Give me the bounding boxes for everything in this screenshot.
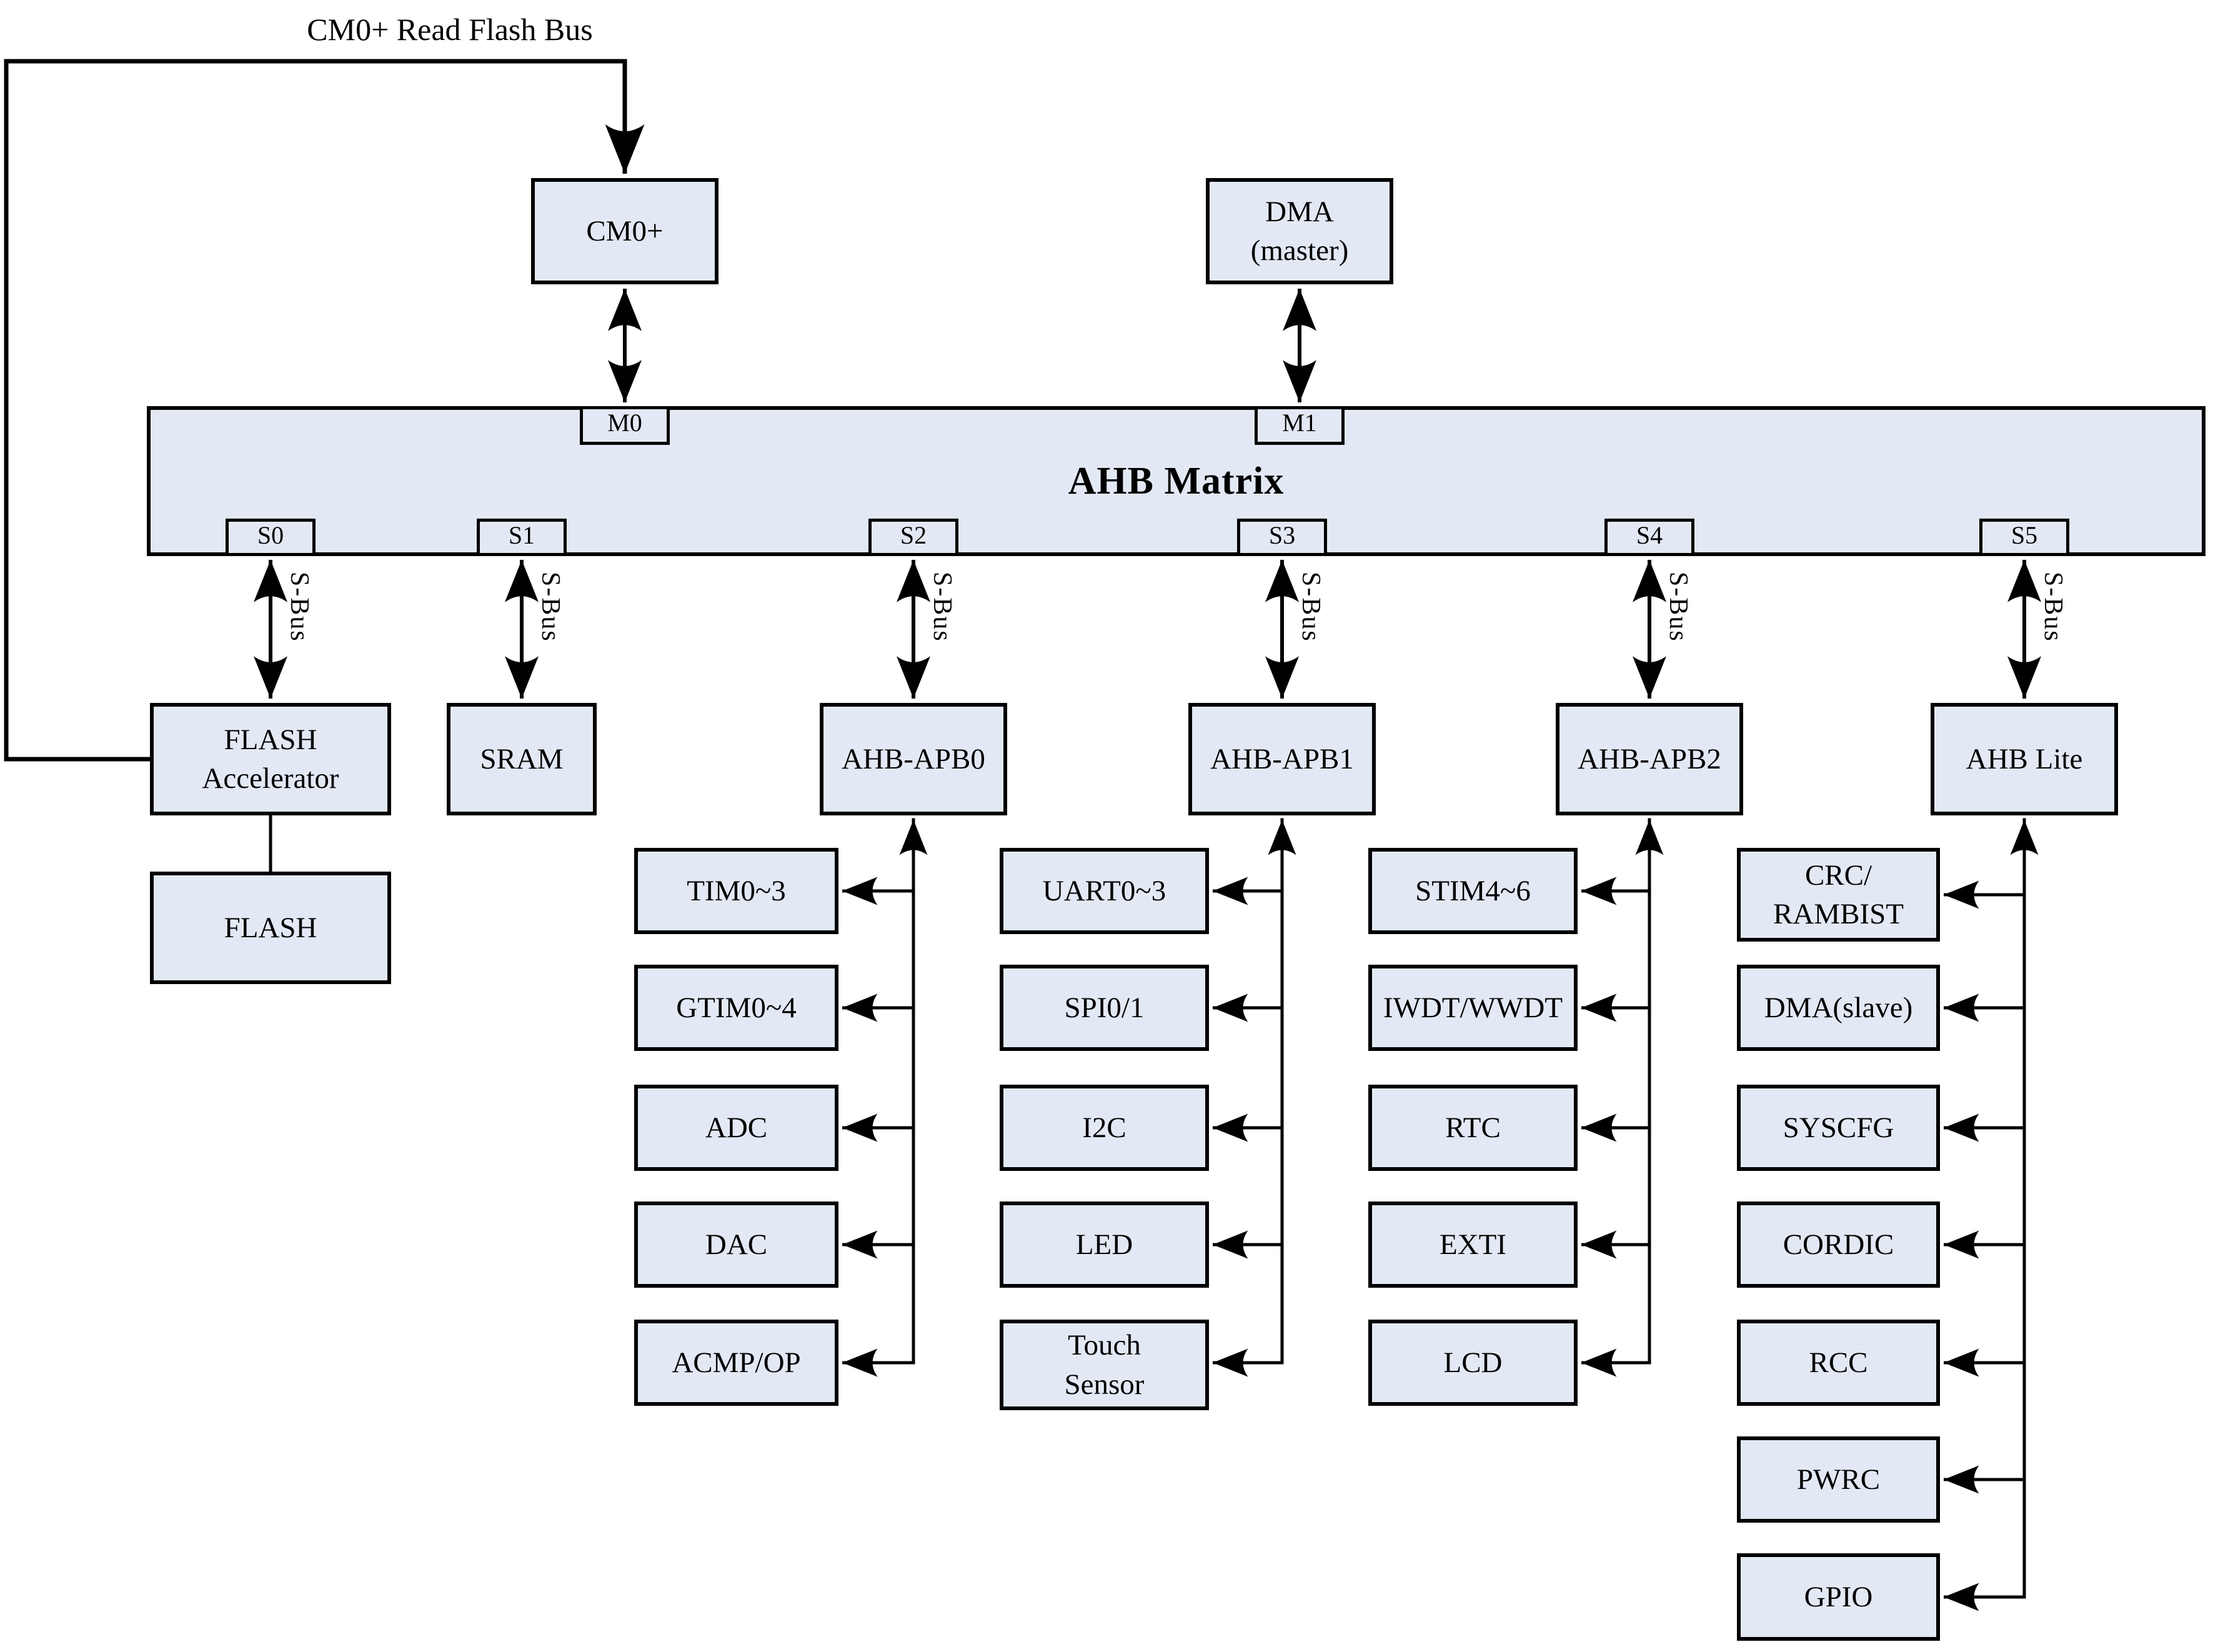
- box-flash: FLASH: [150, 872, 391, 984]
- port-tab-s0-label: S0: [257, 521, 284, 549]
- sbus-label-s2: S-Bus: [928, 572, 957, 642]
- port-tab-s1-label: S1: [508, 521, 535, 549]
- port-tab-s2-label: S2: [900, 521, 927, 549]
- box-dma-slave: DMA(slave): [1737, 965, 1940, 1051]
- port-tab-m1-label: M1: [1282, 409, 1317, 437]
- box-sram: SRAM: [447, 703, 597, 815]
- box-adc: ADC: [634, 1085, 838, 1171]
- box-touch-sensor: Touch Sensor: [1000, 1320, 1209, 1410]
- box-ahb-apb2: AHB-APB2: [1556, 703, 1743, 815]
- port-tab-s2: S2: [868, 519, 958, 556]
- box-led: LED: [1000, 1202, 1209, 1288]
- sbus-label-s1: S-Bus: [536, 572, 565, 642]
- box-exti: EXTI: [1368, 1202, 1578, 1288]
- port-tab-m0: M0: [580, 406, 670, 445]
- box-ahb-lite: AHB Lite: [1931, 703, 2118, 815]
- box-iwdt-wwdt: IWDT/WWDT: [1368, 965, 1578, 1051]
- port-tab-m1: M1: [1255, 406, 1345, 445]
- box-ahb-apb0: AHB-APB0: [820, 703, 1007, 815]
- box-lcd: LCD: [1368, 1320, 1578, 1406]
- ahb-matrix-bar: AHB Matrix: [147, 406, 2206, 556]
- sbus-label-s5: S-Bus: [2039, 572, 2067, 642]
- box-i2c: I2C: [1000, 1085, 1209, 1171]
- sbus-label-s0: S-Bus: [285, 572, 314, 642]
- port-tab-s1: S1: [477, 519, 567, 556]
- sbus-label-s4: S-Bus: [1664, 572, 1693, 642]
- box-dac: DAC: [634, 1202, 838, 1288]
- port-tab-s5-label: S5: [2011, 521, 2038, 549]
- box-dma-master: DMA (master): [1206, 178, 1393, 284]
- box-cordic: CORDIC: [1737, 1202, 1940, 1288]
- box-syscfg: SYSCFG: [1737, 1085, 1940, 1171]
- port-tab-s0: S0: [226, 519, 316, 556]
- port-tab-s3: S3: [1237, 519, 1327, 556]
- box-tim0-3: TIM0~3: [634, 848, 838, 934]
- box-uart0-3: UART0~3: [1000, 848, 1209, 934]
- box-rcc: RCC: [1737, 1320, 1940, 1406]
- box-spi0-1: SPI0/1: [1000, 965, 1209, 1051]
- port-tab-s5: S5: [1979, 519, 2069, 556]
- port-tab-s4: S4: [1604, 519, 1694, 556]
- cm0-read-flash-bus-line: [4, 59, 645, 762]
- port-tab-s3-label: S3: [1268, 521, 1296, 549]
- box-gtim0-4: GTIM0~4: [634, 965, 838, 1051]
- ahb-matrix-title: AHB Matrix: [1068, 459, 1285, 502]
- sbus-label-s3: S-Bus: [1296, 572, 1325, 642]
- box-pwrc: PWRC: [1737, 1436, 1940, 1523]
- port-tab-s4-label: S4: [1636, 521, 1663, 549]
- box-crc-rambist: CRC/ RAMBIST: [1737, 848, 1940, 942]
- box-ahb-apb1: AHB-APB1: [1188, 703, 1376, 815]
- box-acmp-op: ACMP/OP: [634, 1320, 838, 1406]
- box-cm0: CM0+: [531, 178, 719, 284]
- box-stim4-6: STIM4~6: [1368, 848, 1578, 934]
- box-gpio: GPIO: [1737, 1553, 1940, 1641]
- port-tab-m0-label: M0: [607, 409, 642, 437]
- cm0-read-flash-bus-label: CM0+ Read Flash Bus: [307, 12, 593, 47]
- box-rtc: RTC: [1368, 1085, 1578, 1171]
- box-flash-accelerator: FLASH Accelerator: [150, 703, 391, 815]
